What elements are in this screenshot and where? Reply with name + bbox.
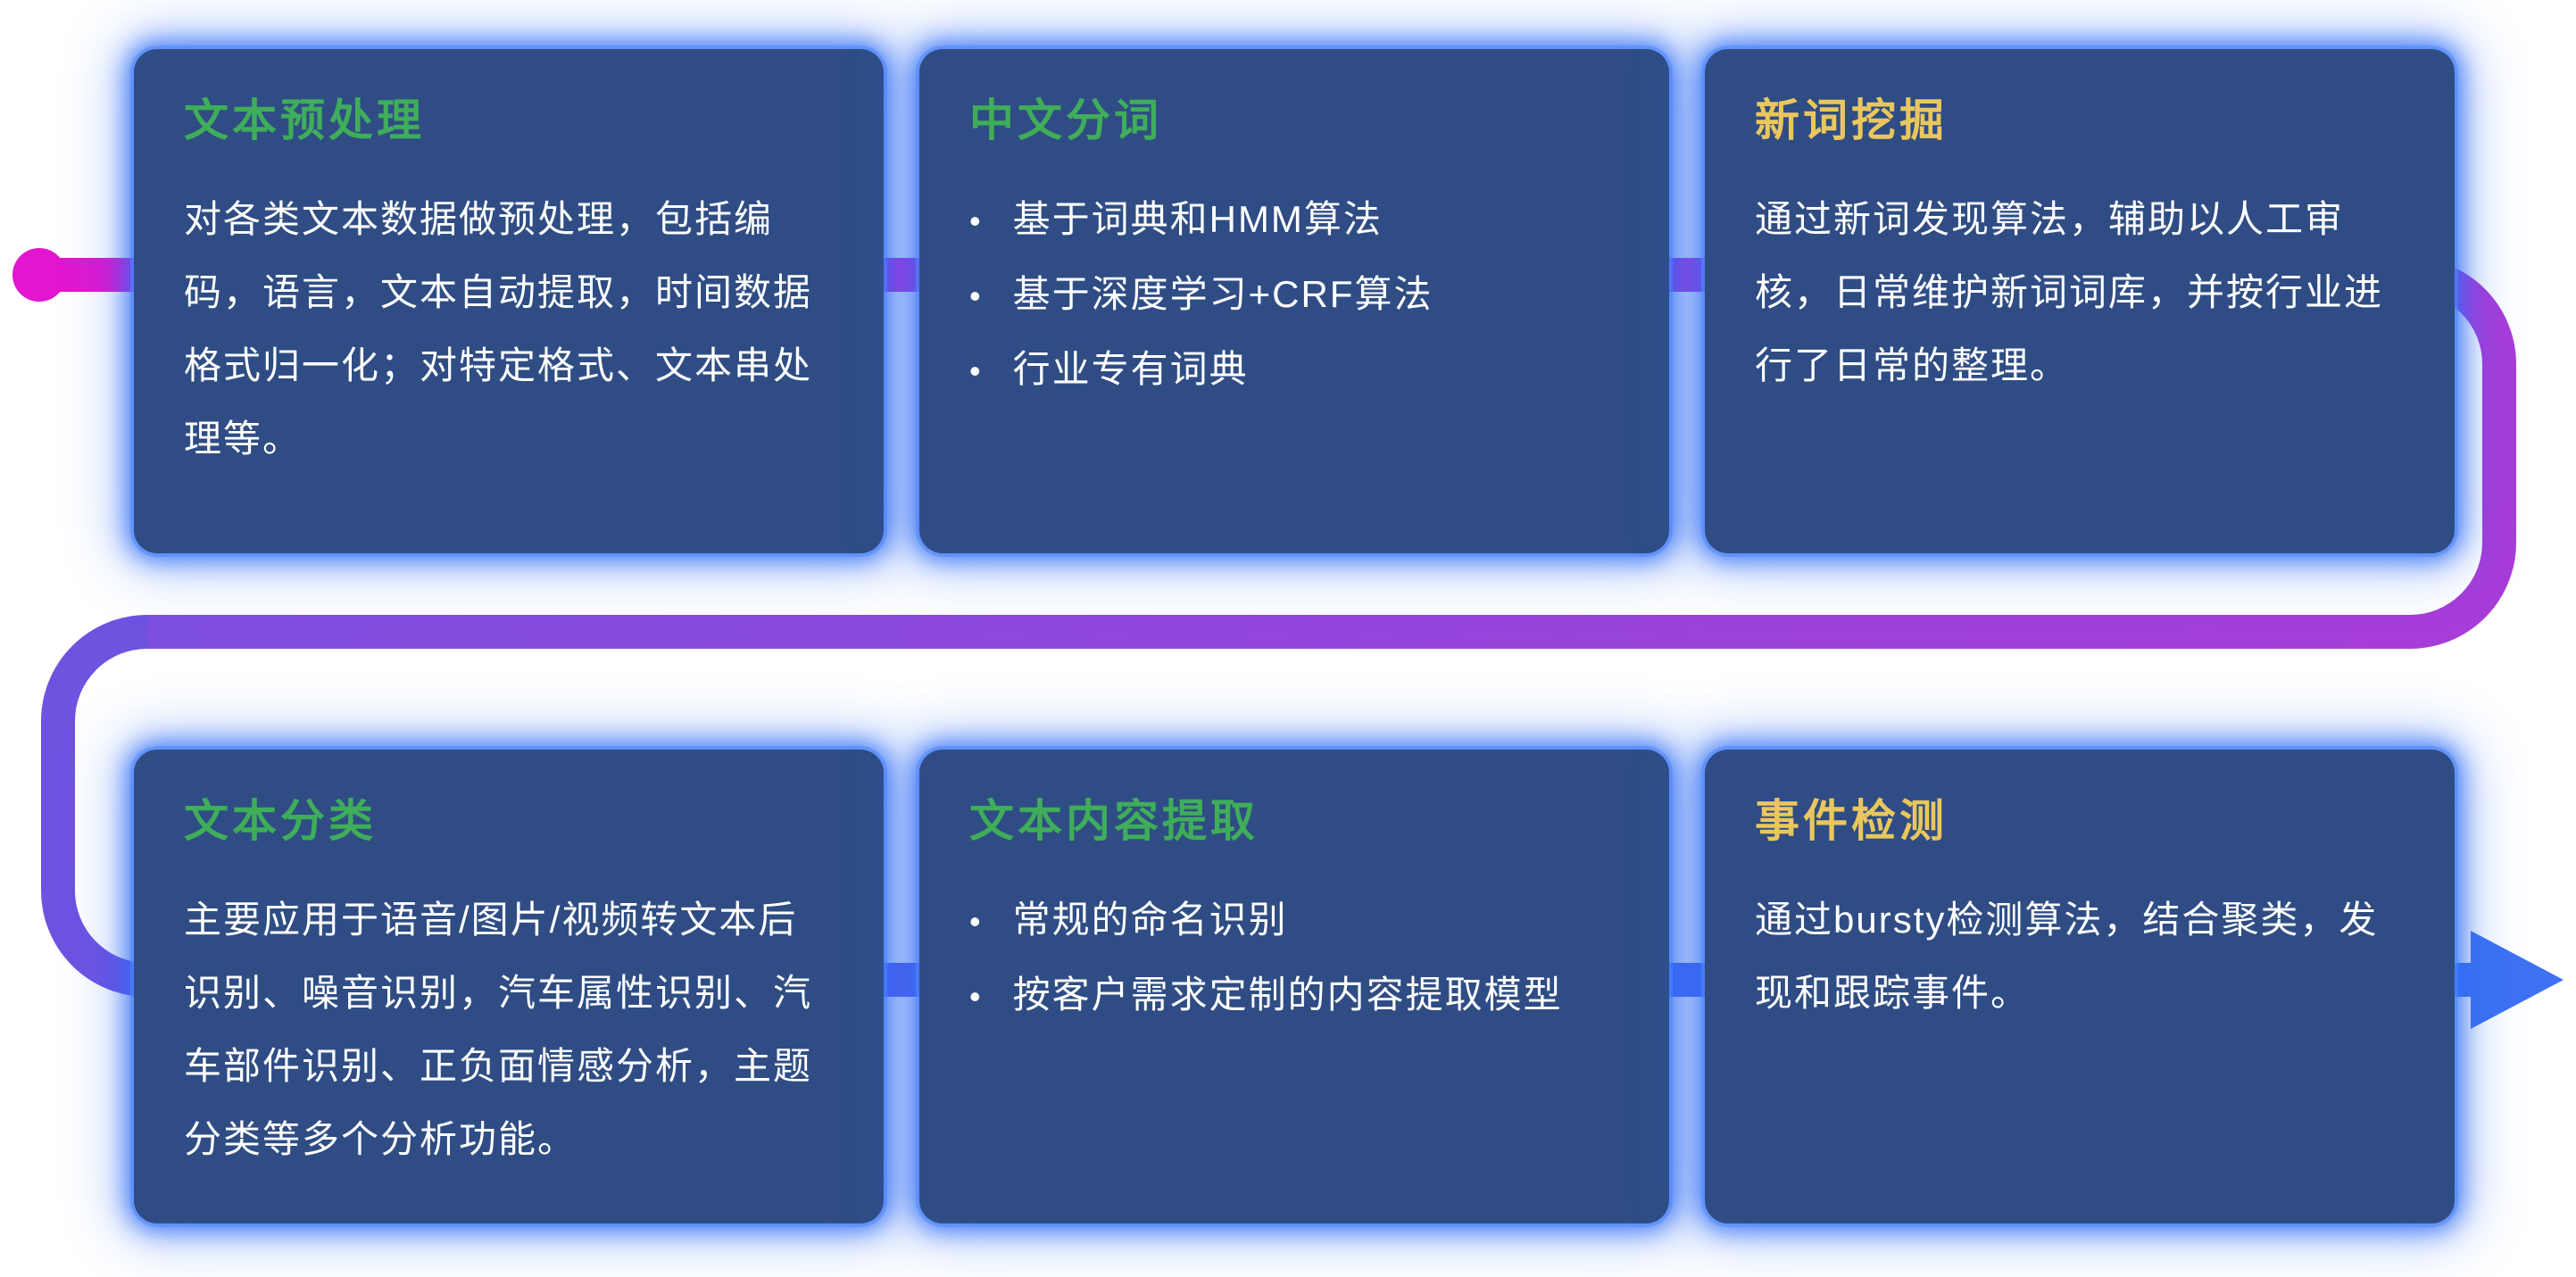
- card-text-content-extraction: 文本内容提取 常规的命名识别 按客户需求定制的内容提取模型: [919, 750, 1669, 1223]
- bullet-list: 基于词典和HMM算法 基于深度学习+CRF算法 行业专有词典: [969, 183, 1619, 408]
- bullet-icon: [969, 183, 983, 258]
- card-title: 新词挖掘: [1755, 95, 1948, 145]
- bullet-item: 按客户需求定制的内容提取模型: [969, 958, 1619, 1033]
- bullet-item: 行业专有词典: [969, 333, 1619, 408]
- card-chinese-word-segmentation: 中文分词 基于词典和HMM算法 基于深度学习+CRF算法 行业专有词典: [919, 49, 1669, 553]
- flow-arrow-icon: [2471, 931, 2564, 1029]
- card-body: 对各类文本数据做预处理，包括编码，语言，文本自动提取，时间数据格式归一化；对特定…: [184, 198, 813, 460]
- card-event-detection: 事件检测 通过bursty检测算法，结合聚类，发现和跟踪事件。: [1705, 750, 2455, 1223]
- flow-line-left-curve-bottom: [41, 615, 2481, 997]
- card-title: 文本内容提取: [969, 796, 1259, 846]
- bullet-icon: [969, 258, 983, 333]
- card-text-classification: 文本分类 主要应用于语音/图片/视频转文本后识别、噪音识别，汽车属性识别、汽车部…: [134, 750, 884, 1223]
- bullet-text: 基于词典和HMM算法: [1012, 198, 1383, 240]
- bottom-row: 文本分类 主要应用于语音/图片/视频转文本后识别、噪音识别，汽车属性识别、汽车部…: [134, 750, 2455, 1223]
- card-title: 文本预处理: [184, 95, 425, 145]
- bullet-item: 常规的命名识别: [969, 883, 1619, 958]
- bullet-icon: [969, 883, 983, 958]
- bullet-list: 常规的命名识别 按客户需求定制的内容提取模型: [969, 883, 1619, 1033]
- bullet-item: 基于词典和HMM算法: [969, 183, 1619, 258]
- top-row: 文本预处理 对各类文本数据做预处理，包括编码，语言，文本自动提取，时间数据格式归…: [134, 49, 2455, 553]
- bullet-item: 基于深度学习+CRF算法: [969, 258, 1619, 333]
- bullet-text: 基于深度学习+CRF算法: [1012, 273, 1433, 315]
- bullet-text: 常规的命名识别: [1012, 899, 1288, 941]
- card-new-word-mining: 新词挖掘 通过新词发现算法，辅助以人工审核，日常维护新词词库，并按行业进行了日常…: [1705, 49, 2455, 553]
- card-body: 通过bursty检测算法，结合聚类，发现和跟踪事件。: [1755, 899, 2379, 1014]
- bullet-icon: [969, 333, 983, 408]
- card-body: 通过新词发现算法，辅助以人工审核，日常维护新词词库，并按行业进行了日常的整理。: [1755, 198, 2384, 386]
- bullet-text: 行业专有词典: [1012, 348, 1249, 390]
- bullet-text: 按客户需求定制的内容提取模型: [1012, 974, 1563, 1016]
- card-title: 文本分类: [184, 796, 377, 846]
- card-body: 主要应用于语音/图片/视频转文本后识别、噪音识别，汽车属性识别、汽车部件识别、正…: [184, 899, 813, 1160]
- card-title: 中文分词: [969, 95, 1162, 145]
- flow-start-dot-icon: [12, 248, 66, 302]
- card-text-preprocessing: 文本预处理 对各类文本数据做预处理，包括编码，语言，文本自动提取，时间数据格式归…: [134, 49, 884, 553]
- card-title: 事件检测: [1755, 796, 1948, 846]
- bullet-icon: [969, 958, 983, 1033]
